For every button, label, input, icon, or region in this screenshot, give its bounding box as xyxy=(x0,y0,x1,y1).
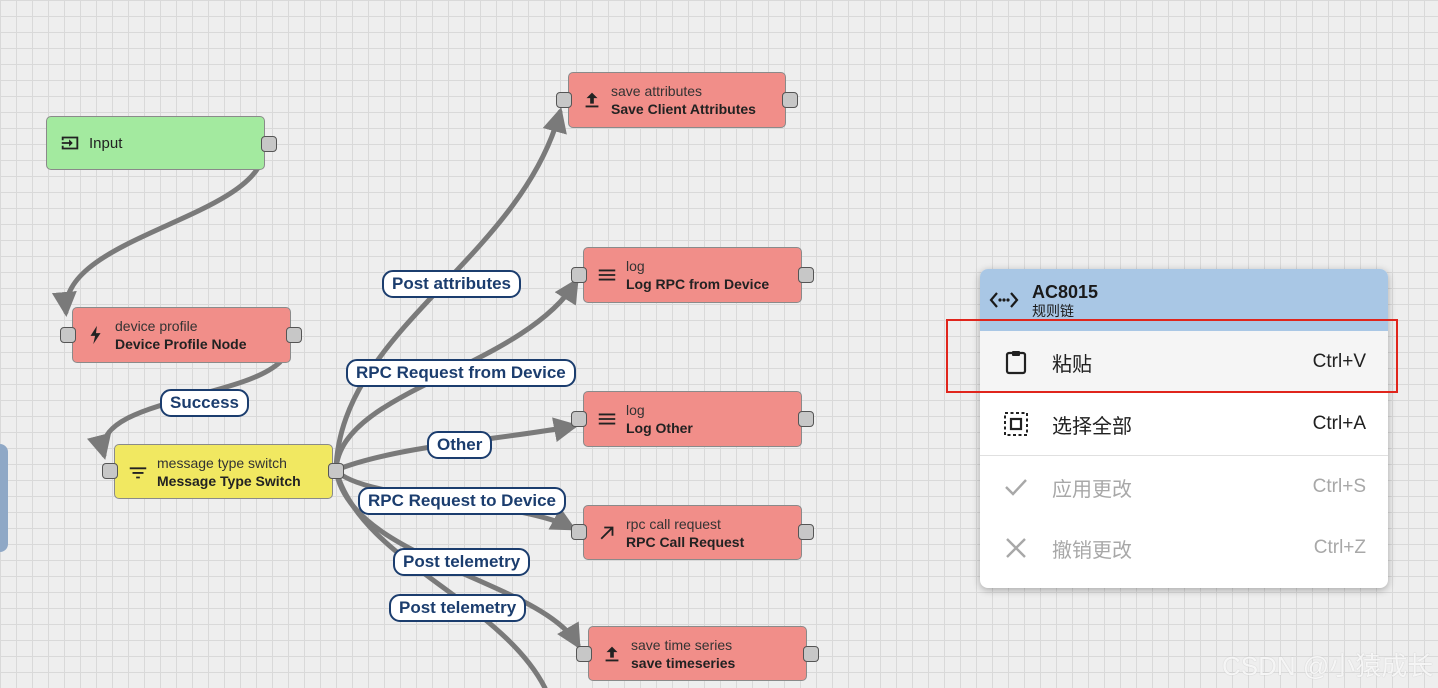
log-other-out-port[interactable] xyxy=(798,411,814,427)
save-attributes-node-type: save attributes xyxy=(611,83,703,99)
arrow-up-right-icon xyxy=(600,526,614,539)
annotation-highlight-box xyxy=(946,319,1398,393)
log-rpc-node-type: log xyxy=(626,258,645,274)
menu-item-select-all[interactable]: 选择全部 Ctrl+A xyxy=(980,393,1388,455)
edge-input-to-device-profile[interactable] xyxy=(51,157,265,317)
menu-item-apply-changes-label: 应用更改 xyxy=(1052,478,1132,501)
input-icon xyxy=(61,136,79,150)
menu-item-apply-changes-shortcut: Ctrl+S xyxy=(1312,476,1366,497)
device-profile-node-name: Device Profile Node xyxy=(115,336,247,352)
menu-item-paste[interactable]: 粘贴 Ctrl+V xyxy=(980,331,1388,393)
message-type-switch-node-name: Message Type Switch xyxy=(157,472,301,489)
edge-label-rpc-from-device[interactable]: RPC Request from Device xyxy=(346,359,576,387)
rpc-call-node[interactable]: rpc call request RPC Call Request xyxy=(583,505,802,560)
edge-label-post-telemetry-2[interactable]: Post telemetry xyxy=(389,594,527,622)
context-menu-subtitle: 规则链 xyxy=(1032,303,1074,319)
clipboard-icon xyxy=(1005,351,1027,375)
message-type-switch-node-type: message type switch xyxy=(157,454,287,471)
rpc-call-node-type: rpc call request xyxy=(626,515,721,532)
save-timeseries-in-port[interactable] xyxy=(576,646,592,662)
menu-item-paste-label: 粘贴 xyxy=(1052,353,1092,376)
message-type-switch-node[interactable]: message type switch Message Type Switch xyxy=(114,444,333,499)
select-all-icon xyxy=(1004,412,1028,436)
watermark: CSDN @小猿成长 xyxy=(1222,651,1434,681)
message-type-switch-in-port[interactable] xyxy=(102,463,118,479)
upload-icon xyxy=(585,92,599,108)
context-menu: AC8015 规则链 粘贴 Ctrl+V 选择全部 Ctrl+A 应用更改 Ct… xyxy=(980,269,1388,588)
log-rpc-in-port[interactable] xyxy=(571,267,587,283)
filter-icon xyxy=(129,466,147,478)
log-rpc-out-port[interactable] xyxy=(798,267,814,283)
device-profile-node-type: device profile xyxy=(115,318,198,334)
save-attributes-out-port[interactable] xyxy=(782,92,798,108)
edge-label-rpc-to-device[interactable]: RPC Request to Device xyxy=(358,487,566,515)
lines-icon xyxy=(598,269,616,281)
menu-item-undo-changes-label: 撤销更改 xyxy=(1052,539,1132,562)
left-panel-handle[interactable] xyxy=(0,444,8,552)
log-other-node-name: Log Other xyxy=(626,420,693,436)
input-node-out-port[interactable] xyxy=(261,136,277,152)
menu-item-undo-changes-shortcut: Ctrl+Z xyxy=(1313,537,1366,558)
rpc-call-out-port[interactable] xyxy=(798,524,814,540)
device-profile-out-port[interactable] xyxy=(286,327,302,343)
menu-item-apply-changes[interactable]: 应用更改 Ctrl+S xyxy=(980,456,1388,518)
edge-label-success[interactable]: Success xyxy=(160,389,249,417)
save-timeseries-node-name: save timeseries xyxy=(631,654,736,671)
menu-item-select-all-shortcut: Ctrl+A xyxy=(1312,413,1366,434)
edge-label-post-attributes[interactable]: Post attributes xyxy=(382,270,522,298)
device-profile-node[interactable]: device profile Device Profile Node xyxy=(72,307,291,363)
check-icon xyxy=(1005,479,1027,496)
upload-icon xyxy=(605,646,619,661)
menu-item-select-all-label: 选择全部 xyxy=(1052,415,1132,438)
close-icon xyxy=(1006,538,1026,558)
log-other-node[interactable]: log Log Other xyxy=(583,391,802,447)
log-rpc-node[interactable]: log Log RPC from Device xyxy=(583,247,802,303)
menu-item-paste-shortcut: Ctrl+V xyxy=(1312,351,1366,372)
lines-icon xyxy=(598,413,616,425)
input-node[interactable]: Input xyxy=(46,116,265,170)
code-brackets-icon xyxy=(989,292,1019,308)
edge-label-post-telemetry-1[interactable]: Post telemetry xyxy=(393,548,531,576)
input-node-label: Input xyxy=(89,134,123,152)
log-other-node-type: log xyxy=(626,402,645,418)
edge-post-telemetry-2[interactable] xyxy=(333,467,548,688)
menu-divider xyxy=(980,455,1388,456)
edge-label-other[interactable]: Other xyxy=(427,431,493,459)
save-timeseries-node[interactable]: save time series save timeseries xyxy=(588,626,807,681)
log-other-in-port[interactable] xyxy=(571,411,587,427)
lightning-icon xyxy=(90,325,101,345)
rpc-call-node-name: RPC Call Request xyxy=(626,533,745,550)
device-profile-in-port[interactable] xyxy=(60,327,76,343)
log-rpc-node-name: Log RPC from Device xyxy=(626,276,770,292)
rpc-call-in-port[interactable] xyxy=(571,524,587,540)
save-attributes-node-name: Save Client Attributes xyxy=(611,101,756,117)
menu-item-undo-changes[interactable]: 撤销更改 Ctrl+Z xyxy=(980,517,1388,579)
message-type-switch-out-port[interactable] xyxy=(328,463,344,479)
context-menu-title: AC8015 xyxy=(1032,282,1099,302)
save-timeseries-out-port[interactable] xyxy=(803,646,819,662)
save-timeseries-node-type: save time series xyxy=(631,636,733,653)
save-attributes-node[interactable]: save attributes Save Client Attributes xyxy=(568,72,786,128)
save-attributes-in-port[interactable] xyxy=(556,92,572,108)
